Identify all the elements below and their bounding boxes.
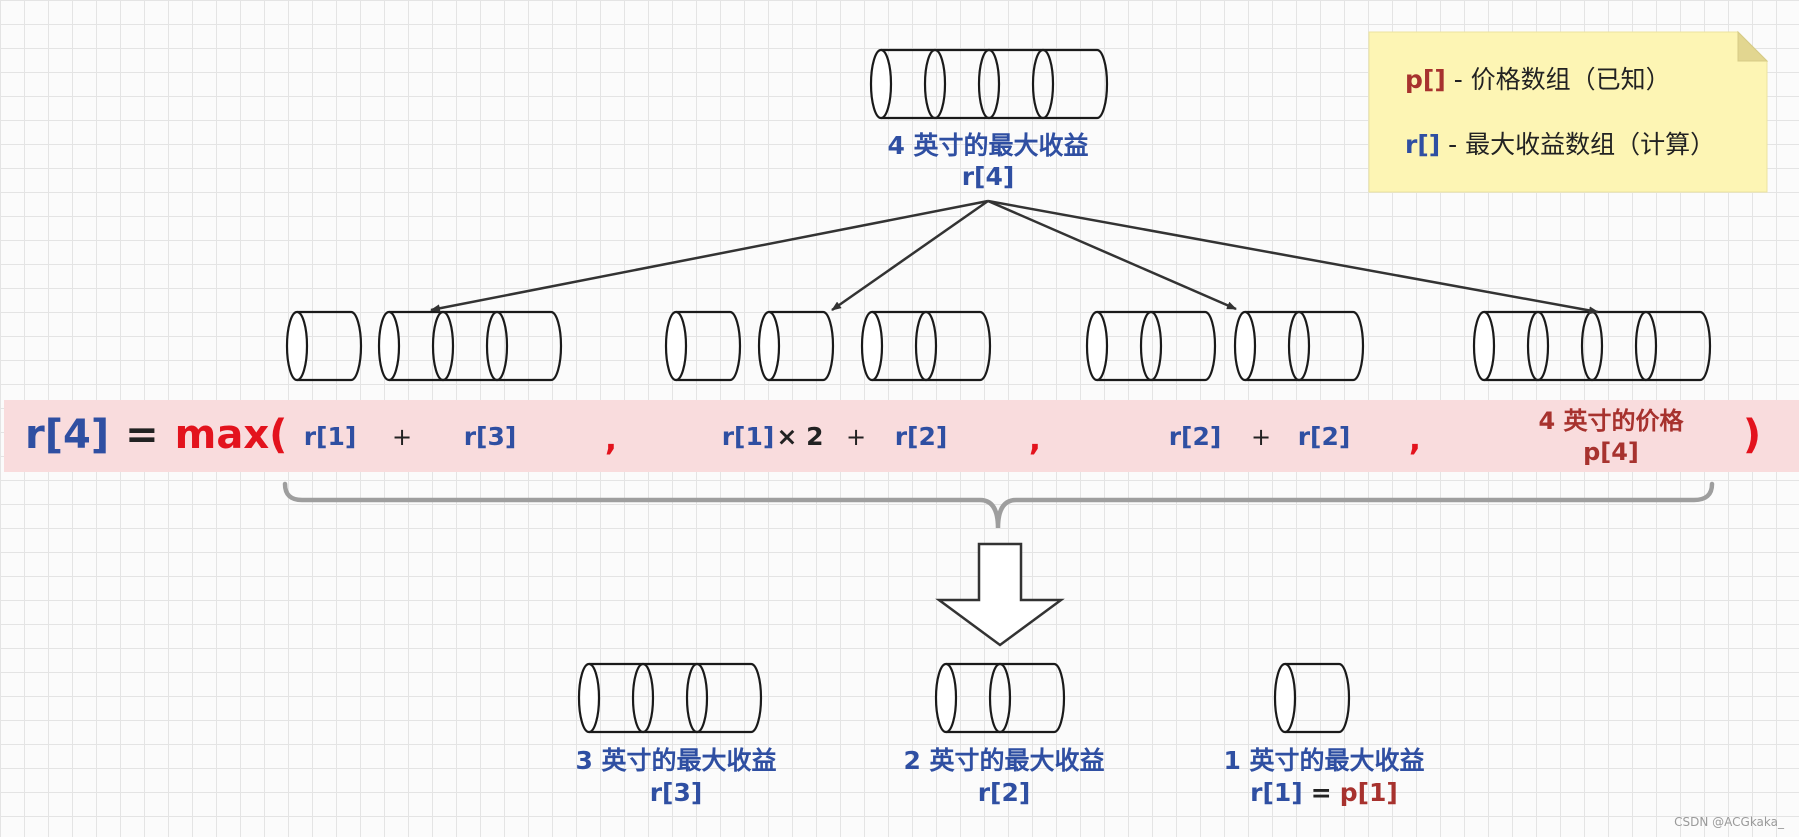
rod-split-a-3 bbox=[377, 310, 563, 382]
term4-p4: p[4] bbox=[1583, 438, 1639, 466]
bottom-caption-3: 3 英寸的最大收益 bbox=[575, 746, 776, 775]
comma-2: , bbox=[1029, 420, 1041, 458]
rod-split-c-2a bbox=[1085, 310, 1217, 382]
bottom-label-3: r[3] bbox=[650, 778, 703, 807]
rod-split-d-4 bbox=[1472, 310, 1712, 382]
split-arrows bbox=[430, 199, 1599, 315]
equation-lhs: r[4]=max( bbox=[25, 412, 287, 458]
rod-split-b-1a bbox=[664, 310, 742, 382]
rod-split-c-2b bbox=[1233, 310, 1365, 382]
term1-r3: r[3] bbox=[464, 422, 517, 451]
term3-plus: + bbox=[1251, 423, 1271, 451]
term3-r2-b: r[2] bbox=[1298, 422, 1351, 451]
bottom-captions: 3 英寸的最大收益 r[3] 2 英寸的最大收益 r[2] 1 英寸的最大收益 … bbox=[575, 746, 1424, 807]
term1-r1: r[1] bbox=[304, 422, 357, 451]
top-caption: 4 英寸的最大收益 bbox=[887, 131, 1088, 160]
rod-top-4 bbox=[869, 48, 1109, 120]
bottom-caption-1: 1 英寸的最大收益 bbox=[1223, 746, 1424, 775]
bottom-label-2: r[2] bbox=[978, 778, 1031, 807]
bottom-caption-2: 2 英寸的最大收益 bbox=[903, 746, 1104, 775]
rod-bottom-2 bbox=[934, 662, 1066, 734]
rod-bottom-1 bbox=[1273, 662, 1351, 734]
arrow-to-1-3 bbox=[430, 199, 989, 313]
rod-segments bbox=[285, 48, 1712, 734]
comma-3: , bbox=[1409, 420, 1421, 458]
curly-brace bbox=[282, 481, 1715, 529]
term4-caption: 4 英寸的价格 bbox=[1538, 407, 1684, 435]
top-rod-caption: 4 英寸的最大收益 r[4] bbox=[887, 131, 1088, 191]
top-label: r[4] bbox=[962, 162, 1015, 191]
legend-r-line: r[] - 最大收益数组（计算） bbox=[1405, 130, 1715, 159]
bottom-label-1: r[1]=p[1] bbox=[1250, 778, 1398, 807]
term1-plus: + bbox=[392, 423, 412, 451]
term3-r2-a: r[2] bbox=[1169, 422, 1222, 451]
arrow-to-4 bbox=[987, 199, 1599, 315]
term2-plus: + bbox=[846, 423, 866, 451]
rod-split-a-1 bbox=[285, 310, 363, 382]
equation-close-paren: ) bbox=[1743, 412, 1761, 458]
legend-p-line: p[] - 价格数组（已知） bbox=[1405, 65, 1671, 94]
watermark: CSDN @ACGkaka_ bbox=[1674, 815, 1785, 829]
arrow-to-2-2 bbox=[987, 199, 1237, 311]
term2-r2: r[2] bbox=[895, 422, 948, 451]
comma-1: , bbox=[605, 420, 617, 458]
term2-r1: r[1] bbox=[722, 422, 775, 451]
arrow-to-1-1-2 bbox=[831, 199, 989, 312]
rod-split-b-1b bbox=[757, 310, 835, 382]
legend-note: p[] - 价格数组（已知） r[] - 最大收益数组（计算） bbox=[1368, 30, 1769, 193]
rod-split-b-2 bbox=[860, 310, 992, 382]
rod-bottom-3 bbox=[577, 662, 763, 734]
equation-band: r[4]=max( r[1] + r[3] , r[1] × 2 + r[2] … bbox=[4, 400, 1799, 472]
down-arrow bbox=[935, 542, 1065, 647]
term2-times-2: × 2 bbox=[776, 422, 823, 451]
